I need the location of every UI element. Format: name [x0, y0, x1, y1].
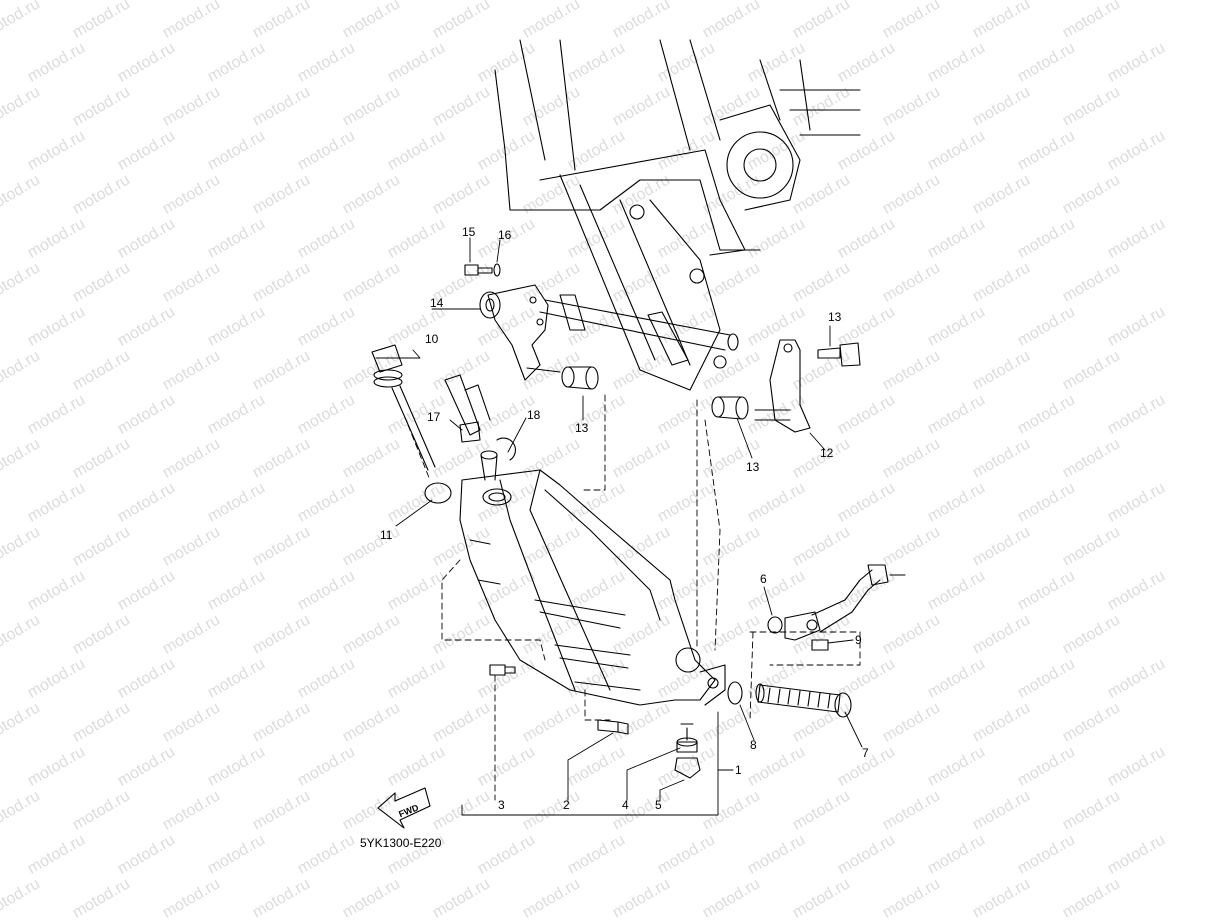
callout-10: 10 [425, 332, 439, 346]
o-ring-11 [424, 482, 452, 504]
bolt-5-nut [674, 757, 701, 779]
pivot-shaft [539, 299, 731, 351]
oil-hose-fitting [784, 564, 906, 641]
callout-1: 1 [735, 763, 742, 777]
breather-hose [444, 374, 491, 436]
callout-13b: 13 [746, 460, 760, 474]
bolt-4-washer [676, 741, 698, 753]
strainer-7 [755, 683, 852, 718]
callout-2: 2 [563, 798, 570, 812]
callout-15: 14 [430, 296, 444, 310]
bolt-16 [464, 264, 493, 276]
fwd-label: FWD [397, 802, 420, 819]
callout-17: 16 [498, 228, 512, 242]
fwd-arrow-icon [377, 787, 431, 829]
grommet-left [561, 366, 599, 390]
callout-7: 7 [862, 746, 869, 760]
bolt-2 [597, 719, 629, 735]
leader-lines [375, 237, 863, 816]
frame-drawing [494, 39, 861, 391]
oil-tank [459, 469, 726, 706]
callout-8: 8 [750, 738, 757, 752]
callout-18: 17 [427, 410, 441, 424]
callout-5: 5 [655, 798, 662, 812]
bracket-drawing [479, 284, 586, 381]
hose-clip [459, 421, 481, 443]
grommet-right [711, 396, 749, 420]
callout-6: 6 [760, 572, 767, 586]
callout-3: 3 [498, 798, 505, 812]
callout-4: 4 [622, 798, 629, 812]
o-ring-8 [727, 681, 743, 705]
o-ring-6 [767, 616, 783, 634]
bolt-14 [817, 342, 861, 367]
reference-dashes [407, 394, 861, 801]
callout-13a: 13 [575, 421, 589, 435]
callout-16: 15 [462, 225, 476, 239]
callout-19: 18 [527, 408, 541, 422]
plate-12 [769, 339, 811, 433]
callout-11: 11 [380, 528, 393, 542]
callout-14: 13 [828, 310, 842, 324]
bolt-9 [811, 639, 829, 651]
callout-9: 9 [855, 633, 862, 647]
part-code: 5YK1300-E220 [360, 836, 442, 850]
callout-12: 12 [820, 446, 834, 460]
bolt-3 [489, 664, 516, 676]
